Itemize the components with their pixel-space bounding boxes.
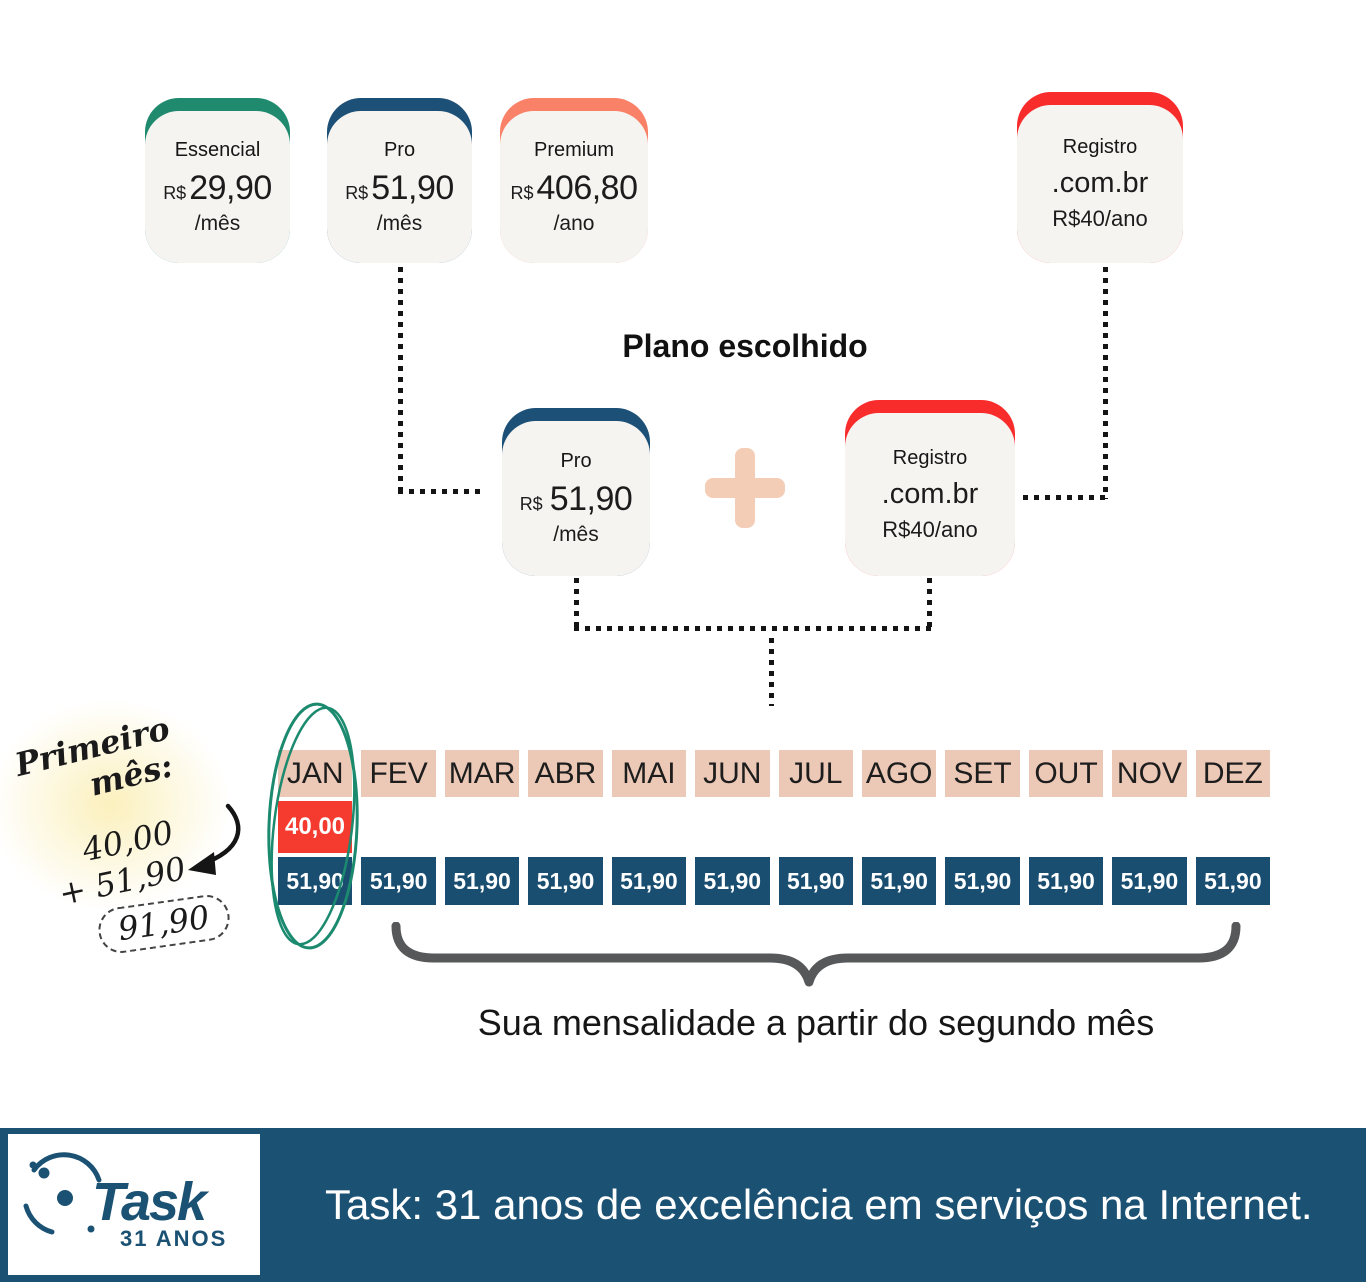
task-logo-graphic: Task 31 ANOS: [23, 1152, 227, 1251]
chosen-plan-body: Pro R$ 51,90 /mês: [502, 421, 650, 576]
plan-period: /ano: [553, 211, 595, 235]
plan-period: /mês: [376, 211, 423, 235]
section-title: Plano escolhido: [622, 328, 868, 364]
connector-chosen-right: [927, 578, 932, 628]
registro-domain: .com.br: [1051, 167, 1149, 199]
monthly-value-cell: 51,90: [695, 857, 770, 905]
task-logo: Task 31 ANOS: [8, 1134, 260, 1275]
connector-chosen-left: [574, 578, 579, 628]
highlight-circle-icon: [267, 702, 359, 950]
plan-price: 51,90: [371, 168, 454, 207]
monthly-value-cell: 51,90: [278, 857, 353, 905]
yellow-glow: [0, 695, 235, 915]
registro-name: Registro: [892, 446, 968, 469]
connector-chosen-bottom: [574, 626, 932, 631]
connector-to-calendar: [769, 638, 774, 706]
currency-label: R$: [510, 182, 534, 203]
monthly-value-cell: 51,90: [861, 857, 937, 905]
monthly-value-cell: 51,90: [945, 857, 1020, 905]
task-logo-sub: 31 ANOS: [120, 1226, 227, 1251]
month-cell: JUN: [695, 750, 770, 797]
registro-card-top: Registro .com.br R$40/ano: [1017, 92, 1183, 263]
month-cell: JUL: [778, 750, 853, 797]
plus-icon: [705, 448, 785, 528]
registro-domain: .com.br: [881, 477, 979, 510]
month-cell: DEZ: [1195, 750, 1271, 797]
registro-card-body: Registro .com.br R$40/ano: [1017, 105, 1183, 263]
plan-card-body: Premium R$ 406,80 /ano: [500, 111, 648, 263]
curved-arrow-icon: [188, 803, 241, 875]
task-logo-word: Task: [92, 1172, 210, 1232]
chosen-registro-card: Registro .com.br R$40/ano: [845, 400, 1015, 576]
currency-label: R$: [163, 182, 187, 203]
monthly-value-cell: 51,90: [1028, 857, 1104, 905]
plan-period: /mês: [194, 211, 241, 235]
month-cell: JAN: [278, 750, 353, 797]
plan-name: Premium: [533, 138, 614, 161]
plan-price-row: R$ 406,80: [510, 168, 639, 208]
footer-caption: Task: 31 anos de excelência em serviços …: [325, 1181, 1313, 1228]
jan-extra-fee-cell: 40,00: [278, 801, 352, 853]
currency-label: R$: [519, 494, 543, 514]
month-cell: FEV: [361, 750, 436, 797]
plan-card-essencial: Essencial R$ 29,90 /mês: [145, 98, 290, 263]
plan-price: 51,90: [549, 480, 633, 518]
plan-price-row: R$ 51,90: [520, 480, 633, 519]
plan-price-row: R$ 29,90: [163, 169, 272, 208]
connector-registro-horizontal: [1023, 495, 1106, 500]
plan-price: 406,80: [536, 168, 639, 207]
monthly-value-cell: 51,90: [1195, 857, 1271, 905]
chosen-plan-card: Pro R$ 51,90 /mês: [502, 408, 650, 576]
calendar-monthly-row: 51,90 51,90 51,90 51,90 51,90 51,90 51,9…: [278, 857, 1271, 905]
month-cell: OUT: [1028, 750, 1104, 797]
month-cell: SET: [945, 750, 1020, 797]
plan-name: Pro: [560, 450, 592, 472]
monthly-value-cell: 51,90: [778, 857, 853, 905]
month-cell: NOV: [1112, 750, 1187, 797]
monthly-value-cell: 51,90: [1112, 857, 1187, 905]
plan-name: Essencial: [174, 138, 261, 161]
connector-pro-vertical: [398, 267, 403, 492]
plan-name: Pro: [383, 138, 416, 161]
monthly-caption: Sua mensalidade a partir do segundo mês: [477, 1002, 1155, 1043]
connector-pro-horizontal: [398, 489, 486, 494]
footer-bar: Task 31 ANOS Task: 31 anos de excelência…: [0, 1128, 1366, 1282]
connector-registro-vertical: [1103, 267, 1108, 499]
month-cell: MAI: [611, 750, 687, 797]
monthly-value-cell: 51,90: [444, 857, 520, 905]
monthly-value-cell: 51,90: [361, 857, 436, 905]
plan-card-pro: Pro R$ 51,90 /mês: [327, 98, 472, 263]
month-cell: MAR: [444, 750, 520, 797]
plan-price-row: R$ 51,90: [345, 169, 454, 208]
monthly-value-cell: 51,90: [611, 857, 687, 905]
registro-price: R$40/ano: [1052, 206, 1148, 231]
plan-card-body: Pro R$ 51,90 /mês: [327, 111, 472, 263]
calendar-month-row: JAN FEV MAR ABR MAI JUN JUL AGO SET OUT …: [278, 750, 1271, 797]
monthly-value-cell: 51,90: [528, 857, 603, 905]
plan-card-body: Essencial R$ 29,90 /mês: [145, 111, 290, 263]
currency-label: R$: [345, 182, 369, 203]
plan-price: 29,90: [189, 168, 272, 207]
chosen-registro-body: Registro .com.br R$40/ano: [845, 413, 1015, 576]
plan-period: /mês: [553, 523, 599, 546]
curly-brace-icon: [391, 922, 1241, 987]
registro-price: R$40/ano: [882, 516, 978, 542]
month-cell: ABR: [528, 750, 603, 797]
month-cell: AGO: [861, 750, 937, 797]
plan-card-premium: Premium R$ 406,80 /ano: [500, 98, 648, 263]
registro-name: Registro: [1062, 136, 1138, 158]
